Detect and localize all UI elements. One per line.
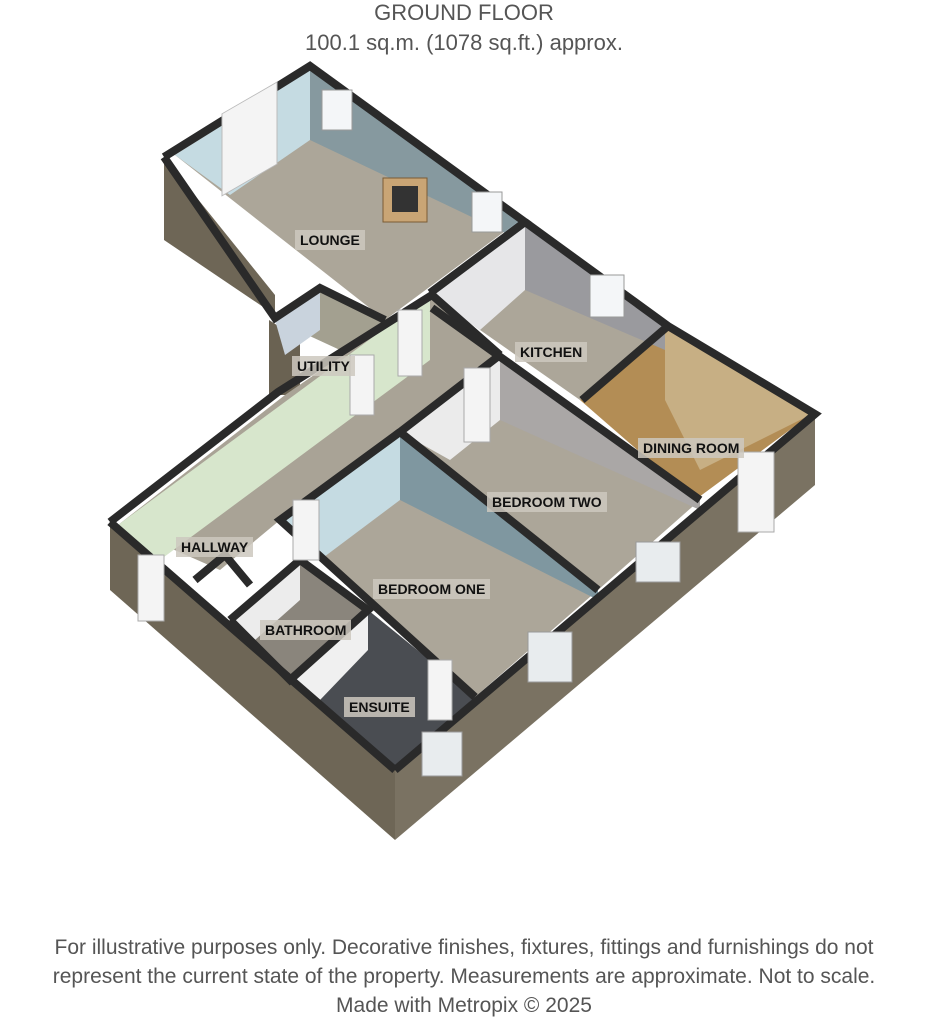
fixtures (137, 81, 775, 777)
kitchen-walls (392, 218, 822, 774)
room-label-utility: UTILITY (292, 356, 355, 376)
hall-walls (107, 290, 503, 526)
bedroom-one-wall (273, 428, 478, 700)
utility-door-icon (349, 354, 375, 416)
bedroom-two-door-icon (463, 367, 491, 443)
kitchen-left-wall (430, 225, 525, 330)
room-label-lounge: LOUNGE (295, 230, 365, 250)
bedroom-one-door-icon (292, 499, 320, 561)
disclaimer-line-2: represent the current state of the prope… (52, 965, 876, 988)
room-label-bathroom: BATHROOM (260, 620, 352, 640)
fireplace-insert-icon (392, 186, 418, 212)
room-label-ensuite: ENSUITE (344, 697, 415, 717)
lounge-utility-walls (160, 154, 387, 324)
utility-wall (275, 290, 320, 355)
dining-back-wall (665, 328, 810, 470)
bedroom-one-window-icon (527, 631, 573, 683)
ensuite-window-icon (421, 731, 463, 777)
lounge-window-icon (321, 89, 353, 131)
credit-line: Made with Metropix © 2025 (336, 994, 592, 1017)
bedroom-two-dining-wall (429, 304, 703, 504)
hall-door-icon (397, 309, 423, 377)
lounge-back-wall (310, 70, 520, 240)
floor-area: 100.1 sq.m. (1078 sq.ft.) approx. (305, 30, 623, 55)
bedroom-two-window-icon (635, 541, 681, 583)
room-label-bedroom-two: BEDROOM TWO (487, 492, 607, 512)
ensuite-door-icon (427, 659, 453, 721)
kitchen-dining-wall (579, 322, 671, 404)
front-door-icon (137, 554, 165, 622)
front-left-exterior-wall (110, 522, 395, 840)
room-label-hallway: HALLWAY (176, 537, 254, 557)
dining-door-icon (737, 451, 775, 533)
front-right-exterior-wall (395, 418, 815, 840)
room-label-kitchen: KITCHEN (515, 342, 588, 362)
bathroom-walls (227, 554, 375, 686)
room-label-dining-room: DINING ROOM (638, 438, 745, 458)
disclaimer-line-1: For illustrative purposes only. Decorati… (54, 936, 874, 959)
lounge-window-2-icon (471, 191, 503, 233)
lounge-door-icon (221, 81, 278, 197)
room-label-bedroom-one: BEDROOM ONE (373, 579, 491, 599)
floor-title: GROUND FLOOR (374, 0, 554, 25)
kitchen-window-icon (589, 274, 625, 318)
